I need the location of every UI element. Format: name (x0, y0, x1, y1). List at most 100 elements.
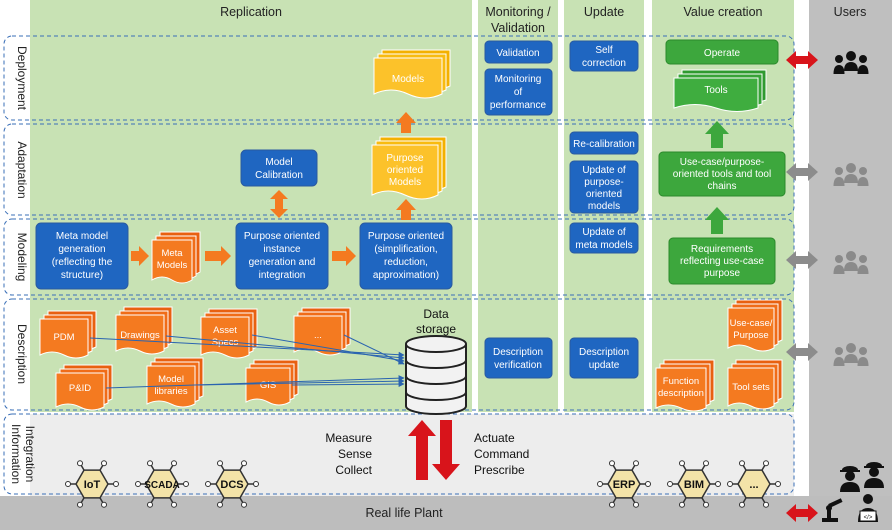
data-storage-label-2: storage (416, 322, 456, 336)
hub-label: ... (749, 479, 758, 491)
data-storage-label-1: Data (423, 307, 449, 321)
update-purpose-models-box (569, 160, 639, 214)
adaptation-frame (3, 123, 795, 216)
meta-models-doc: Meta Models (151, 231, 201, 284)
people-group-icon (833, 51, 869, 74)
command-label: Command (474, 447, 529, 461)
plant-bar (0, 496, 892, 530)
arrow-green-up-1 (705, 121, 729, 148)
requirements-label-1: Requirements (691, 244, 753, 255)
models-label: Models (392, 74, 424, 85)
simplification-label-4: approximation) (373, 270, 439, 281)
layer-integration-1: Information (9, 424, 23, 484)
model-libraries-doc: Model libraries (146, 357, 204, 408)
desc-update-label-1: Description (579, 347, 629, 358)
modeling-frame (3, 218, 795, 296)
hub-label: SCADA (144, 480, 180, 491)
header-users: Users (834, 5, 867, 19)
purpose-models-label-3: Models (389, 177, 421, 188)
hub-label: BIM (684, 479, 704, 491)
measure-label: Measure (325, 431, 372, 445)
arrow-green-up-2 (705, 207, 729, 234)
monitoring-perf-label-2: of (514, 87, 523, 98)
plant-label: Real life Plant (365, 506, 443, 520)
pdm-doc: PDM (39, 310, 97, 359)
description-more-doc: ... (293, 307, 351, 356)
asset-specs-doc: Asset Specs (200, 308, 258, 359)
engineer-icon (840, 466, 860, 492)
hexagon-hub-icon: SCADA (135, 460, 189, 508)
developer-icon: </> (858, 494, 878, 522)
self-correction-label-1: Self (595, 45, 612, 56)
link-libraries-storage (197, 378, 405, 386)
models-doc: Models (373, 49, 451, 99)
usecase-purpose-label-2: Purpose (733, 330, 768, 341)
hexagon-hub-icon: ERP (597, 460, 651, 508)
model-calibration-box (240, 149, 318, 187)
people-group-icon (833, 163, 869, 186)
operate-box (665, 39, 779, 65)
usecase-tools-label-2: oriented tools and tool (673, 169, 771, 180)
link-pid-storage (105, 375, 405, 389)
database-icon (405, 335, 467, 415)
description-more-label: ... (314, 330, 322, 341)
validation-label: Validation (496, 48, 539, 59)
update-purpose-label-1: Update of (582, 165, 626, 176)
drawings-doc: Drawings (115, 306, 173, 355)
recalibration-label: Re-calibration (573, 139, 635, 150)
model-libraries-label-2: libraries (154, 386, 188, 397)
monitoring-performance-box (484, 68, 553, 116)
function-desc-label-1: Function (663, 376, 699, 387)
header-monitoring-1: Monitoring / (485, 5, 551, 19)
meta-models-label-1: Meta (161, 248, 183, 259)
requirements-label-3: purpose (704, 268, 741, 279)
model-calibration-label-1: Model (265, 157, 292, 168)
tools-label: Tools (704, 85, 727, 96)
layer-adaptation: Adaptation (15, 141, 29, 198)
tool-sets-label: Tool sets (732, 382, 770, 393)
layer-description: Description (15, 324, 29, 384)
monitoring-perf-label-3: performance (490, 100, 547, 111)
hub-label: IoT (84, 479, 101, 491)
arrow-calibration-bidirectional (270, 190, 288, 218)
simplification-label-2: (simplification, (374, 244, 437, 255)
self-correction-label-2: correction (582, 58, 626, 69)
simplification-label-3: reduction, (384, 257, 428, 268)
actuate-label: Actuate (474, 431, 515, 445)
collect-label: Collect (335, 463, 372, 477)
usecase-purpose-label-1: Use-case/ (730, 318, 773, 329)
header-monitoring-2: Validation (491, 21, 545, 35)
update-meta-label-2: meta models (575, 240, 632, 251)
people-group-icon (833, 343, 869, 366)
description-verification-box (484, 337, 553, 379)
hexagon-hub-icon: DCS (205, 460, 259, 508)
arrow-instance-to-simplification (332, 246, 356, 266)
people-icons (833, 51, 869, 366)
meta-model-generation-box (35, 222, 129, 290)
update-meta-models-box (569, 222, 639, 254)
desc-verification-label-1: Description (493, 347, 543, 358)
update-purpose-label-2: purpose- (584, 177, 623, 188)
arrow-meta-to-metamodels (131, 246, 149, 266)
recalibration-box (569, 131, 639, 155)
gray-double-arrow-adaptation (786, 163, 818, 181)
hexagon-hub-icon: IoT (65, 460, 119, 508)
instance-generation-label-4: integration (259, 270, 306, 281)
pid-doc: P&ID (55, 364, 113, 411)
integration-frame (3, 413, 795, 495)
red-double-arrow-plant (786, 504, 818, 522)
layer-deployment: Deployment (15, 46, 29, 111)
arrow-down-actuate (432, 420, 460, 480)
purpose-models-label-1: Purpose (386, 153, 424, 164)
purpose-models-doc: Purpose oriented Models (371, 136, 447, 200)
tools-doc: Tools (673, 69, 767, 112)
meta-generation-label-2: generation (58, 244, 105, 255)
desc-verification-label-2: verification (494, 360, 542, 371)
instance-generation-label-3: generation and (249, 257, 316, 268)
gray-double-arrow-modeling (786, 251, 818, 269)
simplification-box (359, 222, 453, 290)
engineer-icon-2 (864, 462, 884, 488)
asset-specs-label-2: Specs (212, 337, 239, 348)
desc-update-label-2: update (589, 360, 620, 371)
